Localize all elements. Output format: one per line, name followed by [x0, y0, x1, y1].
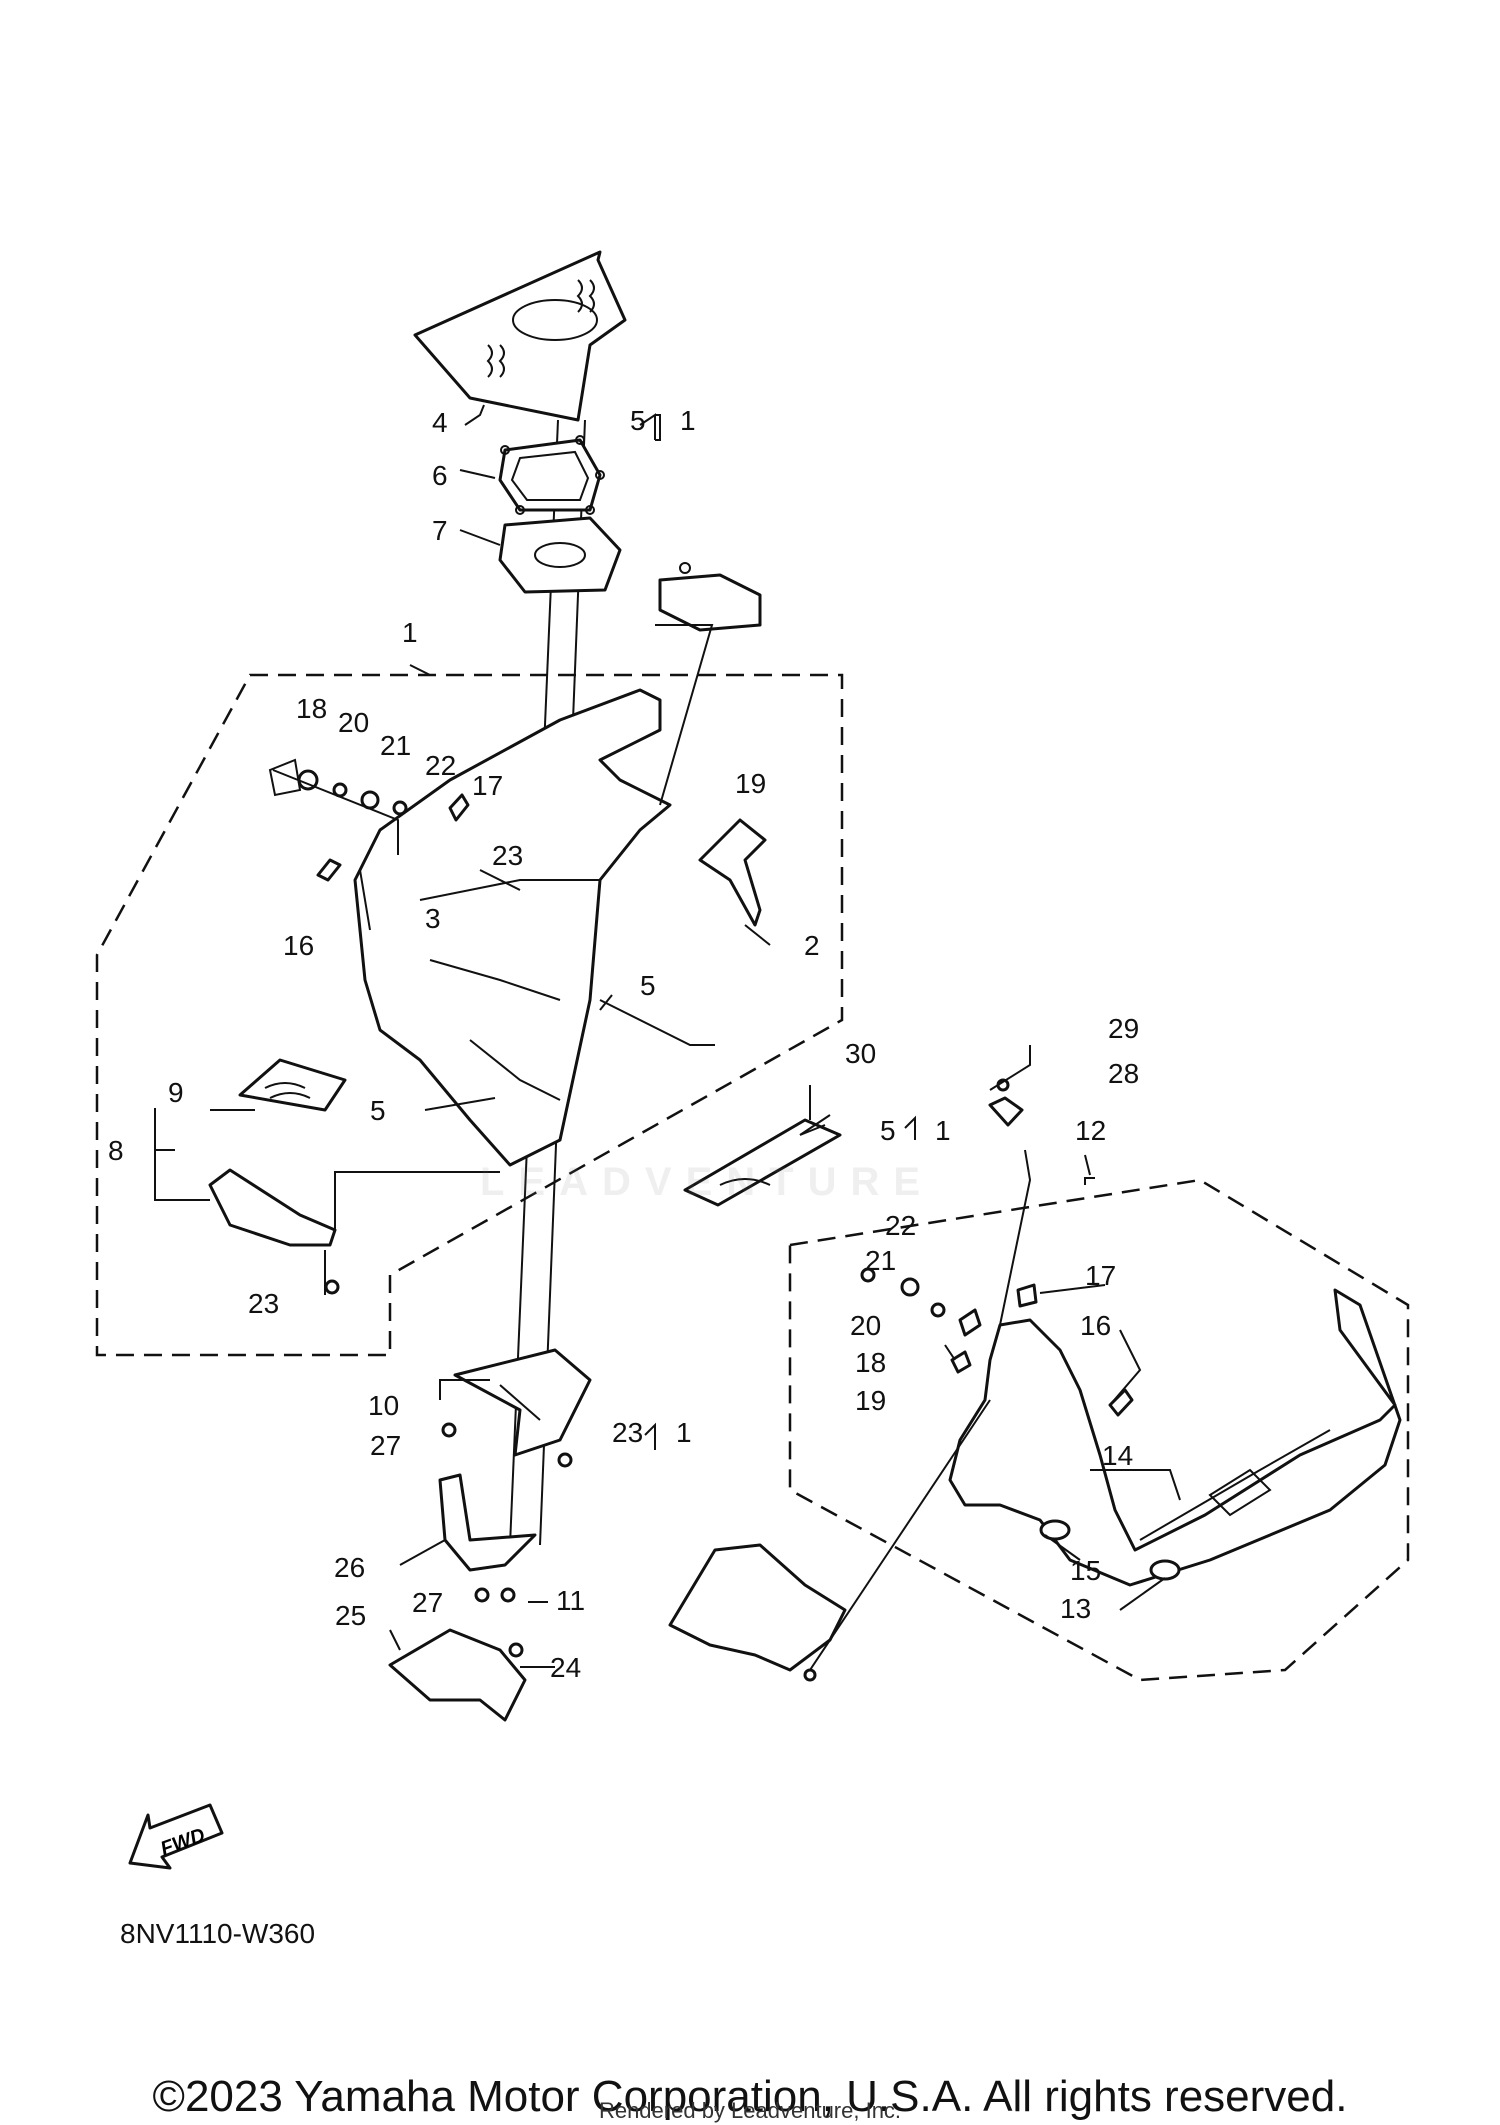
callout-18: 18 [855, 1347, 886, 1378]
assembly-boundary-1 [95, 673, 844, 1357]
callout-24: 24 [550, 1652, 581, 1683]
callout-23: 23 [248, 1288, 279, 1319]
callout-7: 7 [432, 515, 448, 546]
part-3-inner-panel [353, 688, 672, 1167]
callout-1: 1 [935, 1115, 951, 1146]
callout-5: 5 [630, 405, 646, 436]
part-25-lower-bracket [388, 1628, 527, 1722]
callout-20: 20 [338, 707, 369, 738]
callout-27: 27 [412, 1587, 443, 1618]
callout-labels: 4 5 1 6 7 1 18 20 21 22 17 19 23 3 2 16 … [108, 405, 1139, 1683]
callout-17: 17 [1085, 1260, 1116, 1291]
callout-28: 28 [1108, 1058, 1139, 1089]
callout-1: 1 [680, 405, 696, 436]
part-2-side-piece [698, 818, 767, 927]
callout-8: 8 [108, 1135, 124, 1166]
copyright-notice: ©2023 Yamaha Motor Corporation, U.S.A. A… [152, 2072, 1348, 2121]
part-4-top-cover [413, 250, 627, 422]
callout-20: 20 [850, 1310, 881, 1341]
part-30-strip [683, 1118, 842, 1207]
callout-26: 26 [334, 1552, 365, 1583]
leader-lines [154, 404, 1181, 1668]
callout-15: 15 [1070, 1555, 1101, 1586]
group-bracket [655, 414, 661, 441]
callout-22: 22 [425, 750, 456, 781]
callout-12: 12 [1075, 1115, 1106, 1146]
fastener [803, 1668, 817, 1682]
callout-2: 2 [804, 930, 820, 961]
part-8-lower-piece [208, 1168, 337, 1247]
callout-27: 27 [370, 1430, 401, 1461]
hardware-right-group [860, 1078, 1134, 1417]
part-14-lower-cowl [948, 1288, 1402, 1587]
callout-5: 5 [880, 1115, 896, 1146]
callout-16: 16 [1080, 1310, 1111, 1341]
callout-1: 1 [676, 1417, 692, 1448]
callout-23: 23 [612, 1417, 643, 1448]
part-26-stay [438, 1473, 537, 1572]
callout-22: 22 [885, 1210, 916, 1241]
diagram-code: 8NV1110-W360 [120, 1918, 316, 1949]
callout-13: 13 [1060, 1593, 1091, 1624]
callout-25: 25 [335, 1600, 366, 1631]
callout-4: 4 [432, 407, 448, 438]
callout-6: 6 [432, 460, 448, 491]
part-9-cover [238, 1058, 347, 1112]
lower-right-bracket [668, 1543, 847, 1672]
part-6-gasket [498, 435, 605, 515]
callout-29: 29 [1108, 1013, 1139, 1044]
callout-19: 19 [855, 1385, 886, 1416]
part-10-bracket [453, 1348, 592, 1457]
callout-19: 19 [735, 768, 766, 799]
hardware-left-group [268, 758, 470, 882]
callout-5: 5 [370, 1095, 386, 1126]
callout-21: 21 [865, 1245, 896, 1276]
callout-23: 23 [492, 840, 523, 871]
callout-5: 5 [640, 970, 656, 1001]
leader-line [809, 1399, 991, 1671]
callout-30: 30 [845, 1038, 876, 1069]
callout-14: 14 [1102, 1440, 1133, 1471]
callout-16: 16 [283, 930, 314, 961]
watermark: LEADVENTURE [480, 1160, 935, 1204]
assembly-boundary-12 [788, 1178, 1410, 1682]
callout-3: 3 [425, 903, 441, 934]
callout-17: 17 [472, 770, 503, 801]
callout-9: 9 [168, 1077, 184, 1108]
part-13-pad [1149, 1559, 1181, 1581]
callout-18: 18 [296, 693, 327, 724]
part-7-plate [498, 516, 622, 594]
upper-bracket [658, 562, 762, 632]
callout-1: 1 [402, 617, 418, 648]
callout-21: 21 [380, 730, 411, 761]
rendered-by-credit: Rendered by Leadventure, Inc. [598, 2098, 902, 2123]
fwd-arrow-icon: FWD [128, 1803, 224, 1870]
fasteners [324, 1279, 573, 1658]
part-15-pad [1039, 1519, 1071, 1541]
callout-11: 11 [556, 1585, 585, 1616]
callout-10: 10 [368, 1390, 399, 1421]
